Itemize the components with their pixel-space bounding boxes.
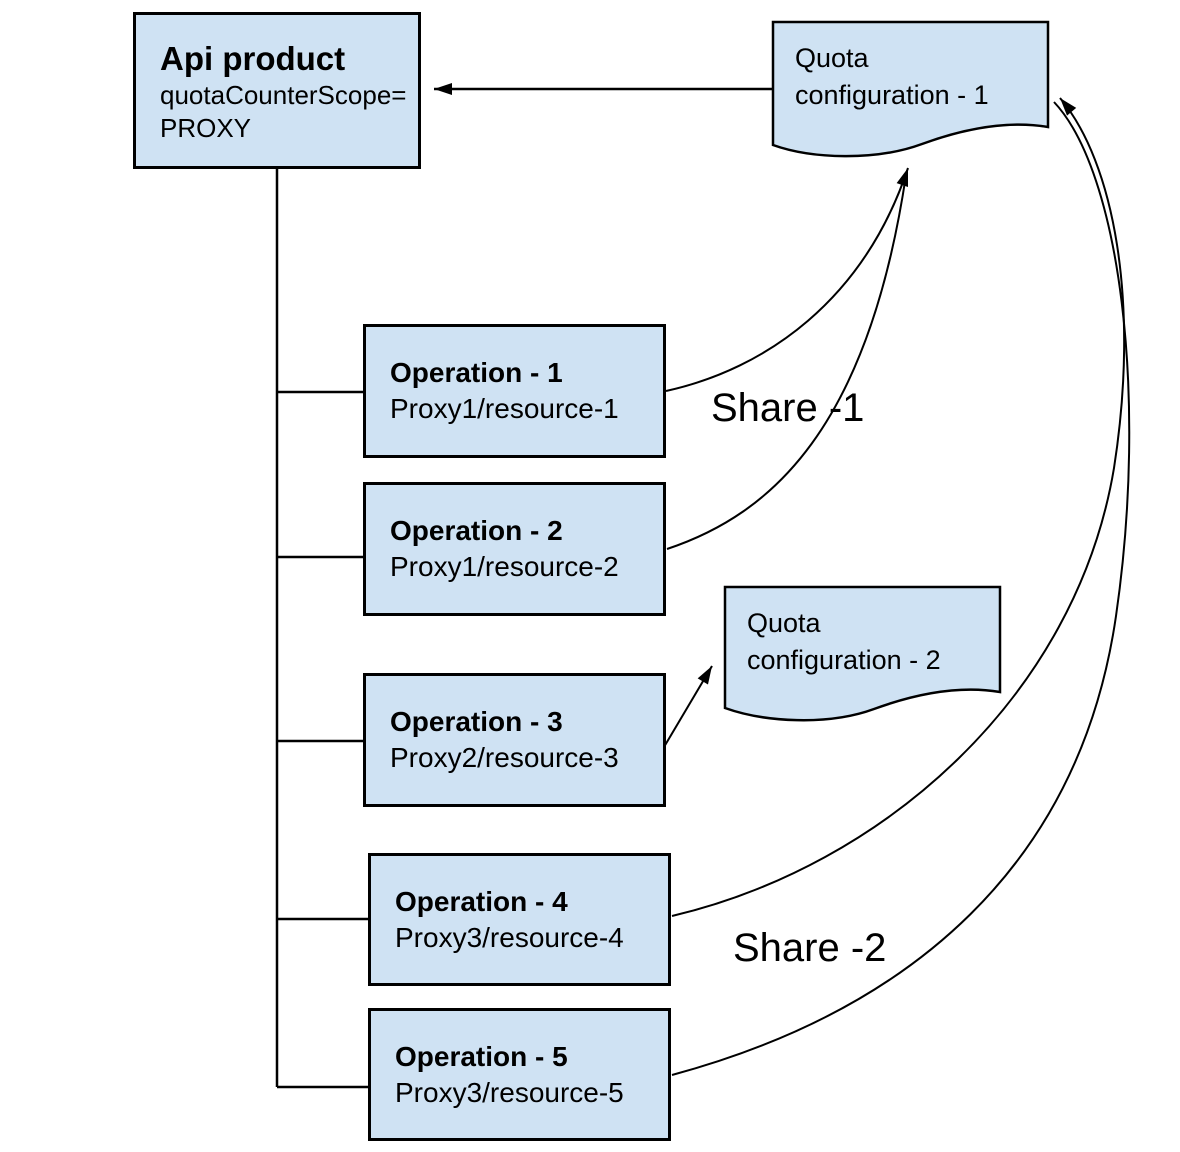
operation-5-resource: Proxy3/resource-5: [395, 1076, 624, 1108]
share-1-label: Share -1: [711, 386, 865, 430]
quota-config-1-line2: configuration - 1: [795, 80, 989, 110]
arrow-operation-1-to-quota-config-1: [665, 167, 909, 392]
api-product-node: Api product quotaCounterScope= PROXY: [133, 12, 421, 169]
quota-config-2-line1: Quota: [747, 608, 821, 638]
operation-1-resource: Proxy1/resource-1: [390, 393, 619, 424]
arrow-operation-2-to-quota-config-1: [666, 174, 907, 550]
operation-4-resource: Proxy3/resource-4: [395, 921, 624, 953]
operation-4-node: Operation - 4 Proxy3/resource-4: [368, 853, 671, 986]
quota-config-2-line2: configuration - 2: [747, 645, 941, 675]
operation-3-title: Operation - 3: [390, 706, 563, 737]
operation-4-title: Operation - 4: [395, 885, 568, 917]
operation-5-title: Operation - 5: [395, 1040, 568, 1072]
quota-config-2-label: Quota configuration - 2: [747, 605, 941, 679]
arrow-operation-3-to-quota-config-2: [663, 665, 713, 748]
api-product-quota-counter-scope-value: PROXY: [160, 113, 252, 143]
arrow-operation-4-to-quota-config-1: [671, 97, 1126, 917]
share-2-label: Share -2: [733, 926, 887, 970]
quota-config-1-label: Quota configuration - 1: [795, 40, 989, 114]
operation-5-node: Operation - 5 Proxy3/resource-5: [368, 1008, 671, 1141]
operation-1-node: Operation - 1 Proxy1/resource-1: [363, 324, 666, 458]
api-product-quota-counter-scope: quotaCounterScope=: [160, 80, 407, 110]
quota-config-1-line1: Quota: [795, 43, 869, 73]
operation-2-node: Operation - 2 Proxy1/resource-2: [363, 482, 666, 616]
quota-config-2-document-shape: [723, 585, 1002, 722]
quota-config-1-document-shape: [771, 20, 1050, 158]
operation-3-node: Operation - 3 Proxy2/resource-3: [363, 673, 666, 807]
operation-2-title: Operation - 2: [390, 515, 563, 546]
api-product-title: Api product: [160, 40, 346, 77]
arrow-operation-5-to-quota-config-1: [671, 101, 1131, 1076]
operation-3-resource: Proxy2/resource-3: [390, 742, 619, 773]
operation-1-title: Operation - 1: [390, 357, 563, 388]
operation-2-resource: Proxy1/resource-2: [390, 551, 619, 582]
